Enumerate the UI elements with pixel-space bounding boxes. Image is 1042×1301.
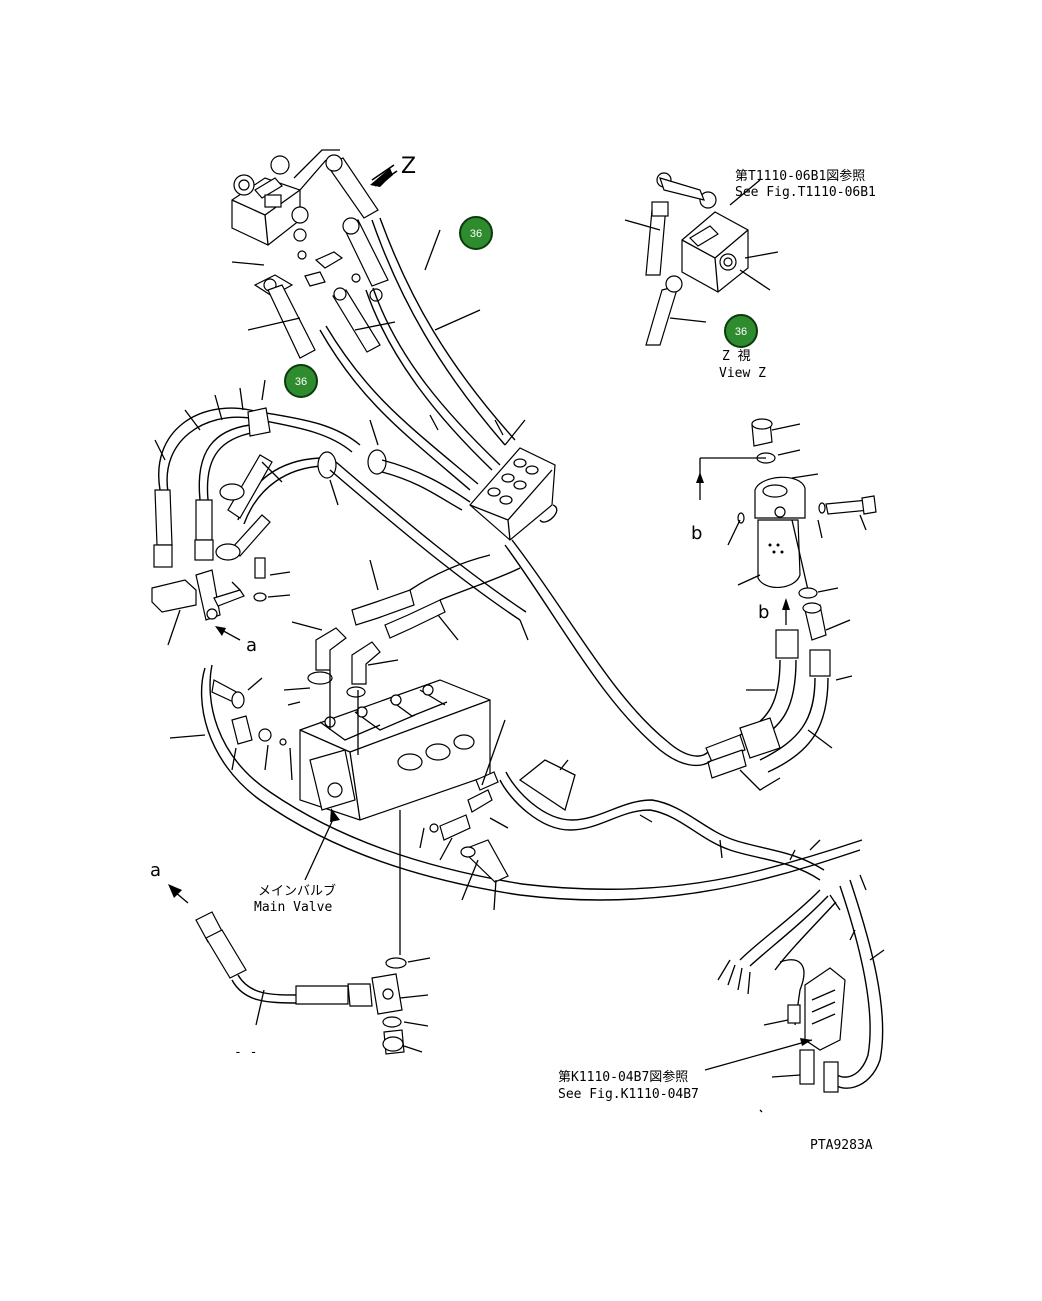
marker-b-lower: b — [758, 602, 769, 623]
ref-bottom-en: See Fig.K1110-04B7 — [558, 1087, 699, 1102]
long-hoses — [329, 414, 713, 767]
upper-hoses — [319, 217, 558, 541]
main-valve-jp: メインバルブ — [258, 883, 336, 899]
badge-label: 36 — [470, 228, 482, 240]
badge-circle — [724, 314, 758, 348]
lower-left-hose: a - - — [150, 860, 429, 1060]
marker-a-upper: a — [246, 635, 257, 656]
left-fittings — [169, 664, 863, 901]
callout-badge-upper[interactable]: 36 — [459, 216, 493, 250]
view-z-detail: 第T1110-06B1図参照 See Fig.T1110-06B1 Z 視 Vi… — [624, 168, 876, 381]
badge-label: 36 — [735, 326, 747, 338]
badge-circle — [459, 216, 493, 250]
callout-badge-left[interactable]: 36 — [284, 364, 318, 398]
main-valve-en: Main Valve — [254, 900, 332, 915]
dash-marks: - - — [234, 1045, 257, 1060]
callout-badge-right[interactable]: 36 — [724, 314, 758, 348]
view-z-en: View Z — [719, 366, 766, 381]
drawing-code: PTA9283A — [810, 1138, 873, 1153]
pilot-fittings — [385, 719, 825, 969]
z-marker: Z — [401, 154, 416, 179]
filter-assembly: b b — [691, 418, 877, 791]
lower-right-harness: 第K1110-04B7図参照 See Fig.K1110-04B7 — [558, 874, 885, 1113]
z-view-arrow: Z — [370, 154, 416, 187]
marker-b-upper: b — [691, 523, 702, 544]
ref-top-jp: 第T1110-06B1図参照 — [735, 168, 865, 184]
view-z-jp: Z 視 — [722, 349, 751, 364]
upper-valve-assembly — [231, 149, 396, 359]
ref-top-en: See Fig.T1110-06B1 — [735, 185, 876, 200]
left-hose-bundle: a — [151, 379, 471, 656]
ref-bottom-jp: 第K1110-04B7図参照 — [558, 1069, 688, 1085]
main-valve: メインバルブ Main Valve — [254, 554, 521, 915]
badge-circle — [284, 364, 318, 398]
marker-a-lower: a — [150, 860, 161, 881]
badge-label: 36 — [295, 376, 307, 388]
